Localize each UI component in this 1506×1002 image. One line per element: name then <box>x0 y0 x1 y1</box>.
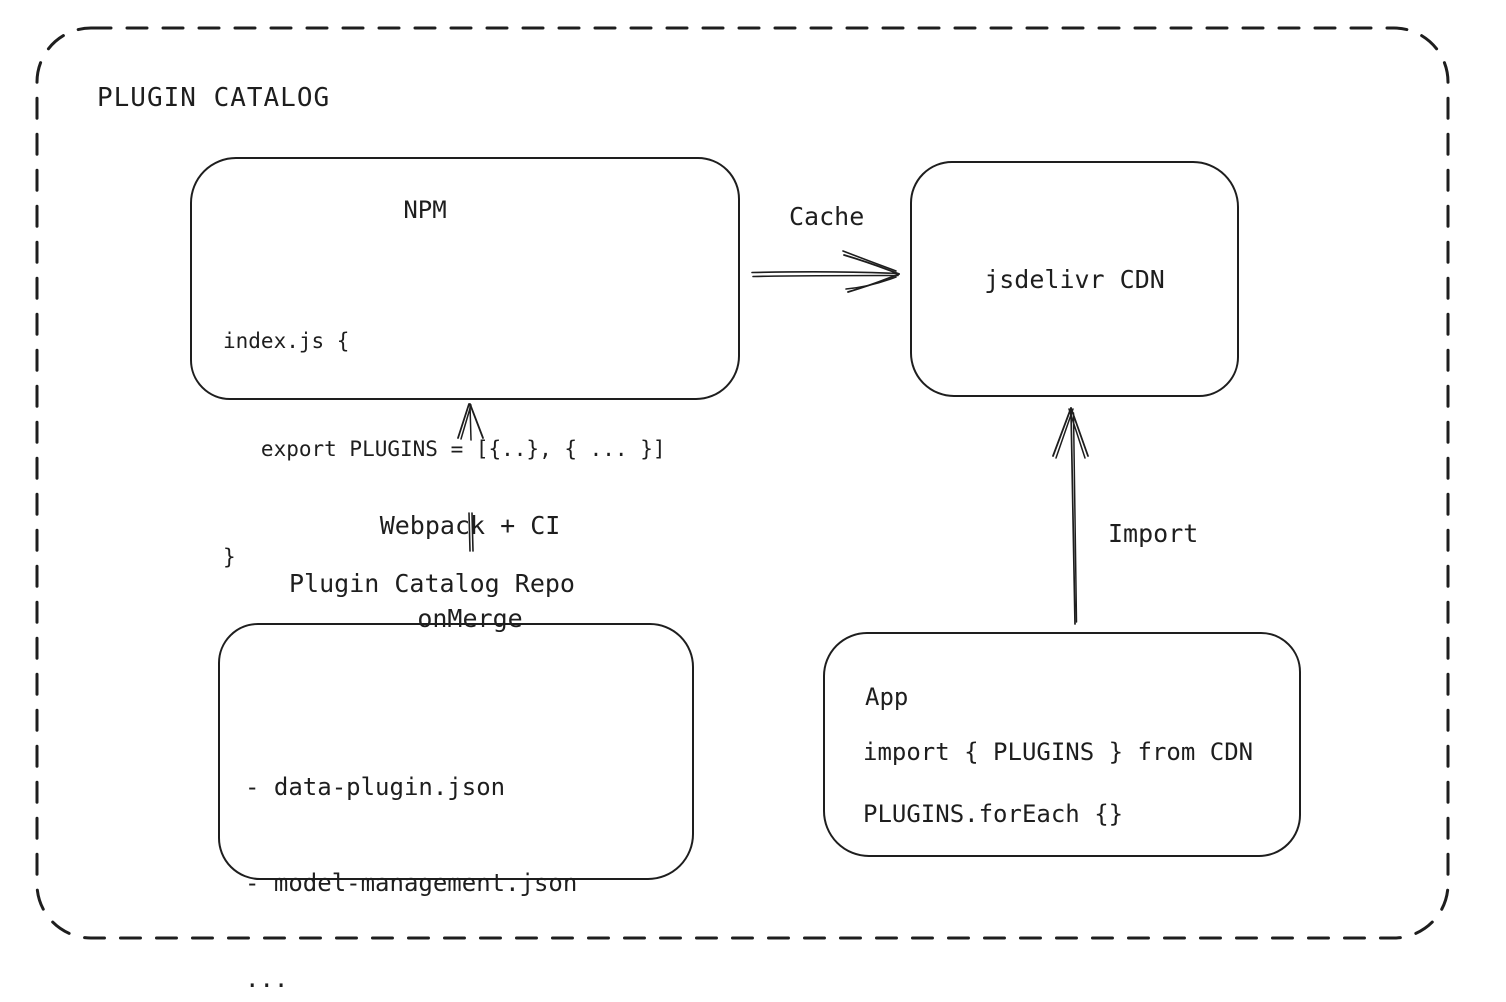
build-edge-label-line: Webpack + CI <box>379 511 561 540</box>
cache-edge-label: Cache <box>789 202 865 231</box>
arrow-shaft-stroke <box>751 271 899 275</box>
npm-code-line: export PLUGINS = [{..}, { ... }] <box>223 437 666 461</box>
arrow-shaft-stroke <box>752 274 899 278</box>
node-app: App import { PLUGINS } from CDN PLUGINS.… <box>823 632 1301 857</box>
npm-code-line: index.js { <box>223 329 350 353</box>
npm-code-line: } <box>223 545 236 569</box>
npm-node-code: index.js { export PLUGINS = [{..}, { ...… <box>223 251 666 647</box>
repo-file-list: - data-plugin.json - model-management.js… <box>245 707 577 1002</box>
repo-file-item: - model-management.json <box>245 869 578 897</box>
build-edge-label-line: onMerge <box>417 604 523 633</box>
arrow-head-stroke <box>842 250 897 272</box>
arrow-head-stroke <box>847 273 900 293</box>
arrow-head-stroke <box>1055 408 1074 459</box>
app-node-title: App <box>865 683 909 711</box>
arrow-head-stroke <box>469 404 472 441</box>
arrow-shaft-stroke <box>1070 409 1076 625</box>
arrow-head-stroke <box>1070 407 1089 457</box>
arrow-head-stroke <box>843 254 900 275</box>
repo-file-item: ... <box>245 965 289 993</box>
catalog-boundary-frame <box>35 26 1450 940</box>
node-repo: - data-plugin.json - model-management.js… <box>218 623 694 993</box>
arrow-head-stroke <box>460 404 472 440</box>
build-edge-label: Webpack + CI onMerge <box>380 448 561 696</box>
import-edge-label: Import <box>1108 519 1199 548</box>
node-npm: NPM index.js { export PLUGINS = [{..}, {… <box>190 157 740 569</box>
arrow-shaft-stroke <box>1072 412 1078 623</box>
arrow-head-stroke <box>1068 408 1086 459</box>
app-code-line: PLUGINS.forEach {} <box>863 800 1124 828</box>
cdn-node-label: jsdelivr CDN <box>984 264 1165 294</box>
node-cdn: jsdelivr CDN <box>910 161 1239 397</box>
repo-file-item: - data-plugin.json <box>245 773 506 801</box>
diagram-title: PLUGIN CATALOG <box>97 83 331 113</box>
arrow-head-stroke <box>1052 407 1072 457</box>
import-arrow <box>1052 407 1089 625</box>
build-arrow <box>457 403 484 552</box>
repo-node-label: Plugin Catalog Repo <box>289 569 575 598</box>
arrow-head-stroke <box>457 403 470 439</box>
app-code-line: import { PLUGINS } from CDN <box>863 738 1254 766</box>
arrow-shaft-stroke <box>471 512 474 552</box>
arrow-head-stroke <box>469 403 484 439</box>
cache-arrow <box>751 250 900 293</box>
arrow-head-stroke <box>845 276 897 290</box>
npm-node-title: NPM <box>403 196 447 224</box>
arrow-shaft-stroke <box>468 512 471 552</box>
